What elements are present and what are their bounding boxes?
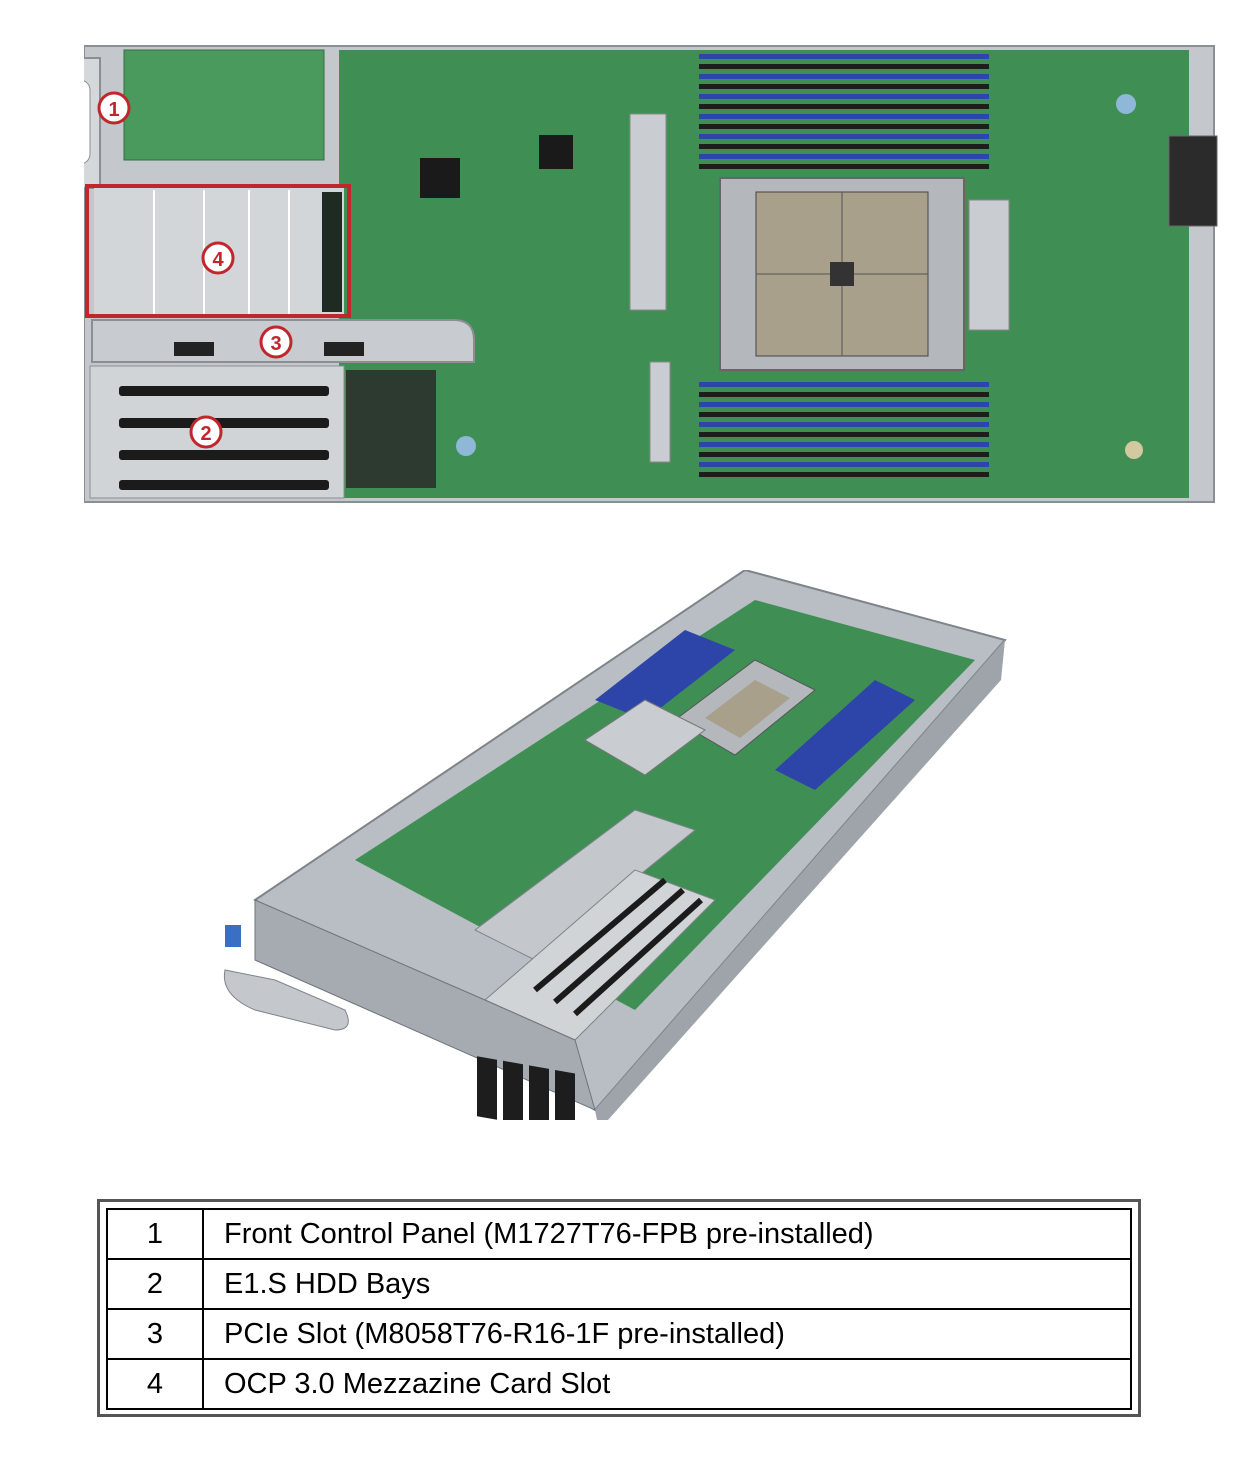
legend-table: 1 Front Control Panel (M1727T76-FPB pre-… xyxy=(106,1208,1132,1410)
table-row: 1 Front Control Panel (M1727T76-FPB pre-… xyxy=(106,1208,1132,1260)
cpu-socket xyxy=(719,177,965,371)
svg-text:2: 2 xyxy=(200,423,211,445)
iso-pcie-cage xyxy=(474,809,697,961)
heatsink-top xyxy=(629,113,667,311)
dimm-slots-top xyxy=(699,54,989,169)
svg-text:4: 4 xyxy=(212,249,224,271)
legend-num: 2 xyxy=(106,1258,204,1310)
legend-num: 4 xyxy=(106,1358,204,1410)
front-handle xyxy=(84,57,101,189)
legend-desc: Front Control Panel (M1727T76-FPB pre-in… xyxy=(202,1208,1132,1260)
server-node-top-view: 1 4 3 2 xyxy=(84,45,1218,503)
legend-num: 1 xyxy=(106,1208,204,1260)
legend-desc: E1.S HDD Bays xyxy=(202,1258,1132,1310)
table-row: 2 E1.S HDD Bays xyxy=(106,1258,1132,1310)
iso-dimm-right xyxy=(775,680,915,790)
iso-handle xyxy=(223,969,349,1031)
iso-dimm-left xyxy=(595,630,735,720)
front-control-panel-board xyxy=(123,49,325,161)
legend-table-frame: 1 Front Control Panel (M1727T76-FPB pre-… xyxy=(97,1199,1141,1417)
iso-drive-bays xyxy=(477,1056,575,1120)
dimm-slots-bottom xyxy=(699,382,989,477)
callout-2: 2 xyxy=(189,415,223,449)
legend-num: 3 xyxy=(106,1308,204,1360)
svg-text:1: 1 xyxy=(108,99,119,121)
ocp-highlight-box xyxy=(85,184,351,318)
callout-4: 4 xyxy=(201,241,235,275)
legend-desc: OCP 3.0 Mezzazine Card Slot xyxy=(202,1358,1132,1410)
callout-3: 3 xyxy=(259,325,293,359)
server-node-isometric-view xyxy=(223,570,1007,1120)
table-row: 4 OCP 3.0 Mezzazine Card Slot xyxy=(106,1358,1132,1410)
svg-text:3: 3 xyxy=(270,333,281,355)
legend-desc: PCIe Slot (M8058T76-R16-1F pre-installed… xyxy=(202,1308,1132,1360)
iso-front-face xyxy=(254,899,596,1111)
callout-1: 1 xyxy=(97,91,131,125)
heatsink-bottom xyxy=(649,361,671,463)
table-row: 3 PCIe Slot (M8058T76-R16-1F pre-install… xyxy=(106,1308,1132,1360)
